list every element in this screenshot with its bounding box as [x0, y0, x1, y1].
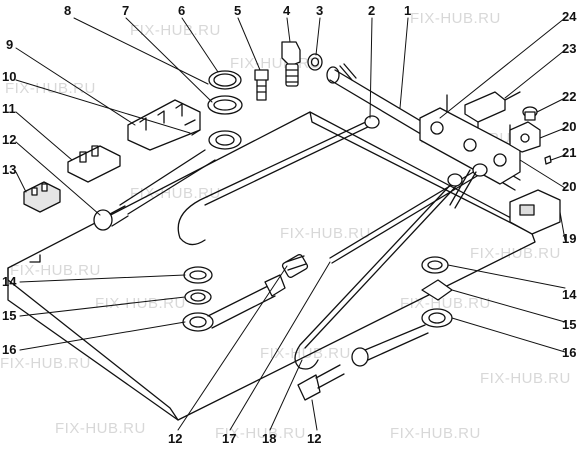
callout-12-bottom-left: 12 — [168, 431, 183, 446]
cap-part-22 — [522, 106, 538, 121]
callout-24: 24 — [562, 9, 577, 24]
clip-part-23 — [464, 91, 521, 123]
callout-12-left: 12 — [2, 132, 17, 147]
callout-4: 4 — [283, 3, 291, 18]
watermark: FIX-HUB.RU — [470, 245, 561, 262]
callout-21: 21 — [562, 145, 577, 160]
callout-16-left: 16 — [2, 342, 17, 357]
watermark: FIX-HUB.RU — [480, 370, 571, 387]
gas-pipe-part-18 — [294, 173, 463, 370]
leader-lines — [15, 17, 566, 431]
terminal-block-part-11 — [67, 145, 121, 183]
watermark: FIX-HUB.RU — [130, 185, 221, 202]
callout-13: 13 — [2, 162, 17, 177]
callout-11: 11 — [2, 101, 16, 116]
callout-18: 18 — [262, 431, 277, 446]
callout-9: 9 — [6, 37, 14, 52]
switch-box-part-19 — [509, 189, 561, 235]
base-plate — [7, 111, 536, 421]
callout-14-right: 14 — [562, 287, 577, 302]
burner-seal-part-6 — [207, 95, 243, 115]
fitting-part-12-center — [281, 254, 309, 278]
burner-assembly-lower-right — [351, 169, 477, 367]
connector-part-13 — [23, 181, 61, 213]
callout-22: 22 — [562, 89, 577, 104]
fitting-part-12-bottom — [297, 364, 345, 401]
callout-16-right: 16 — [562, 345, 577, 360]
callout-14-left: 14 — [2, 274, 17, 289]
callout-3: 3 — [316, 3, 324, 18]
callout-12-bottom-right: 12 — [307, 431, 322, 446]
seal-ring-part-3 — [307, 53, 323, 71]
callout-15-right: 15 — [562, 317, 577, 332]
callout-7: 7 — [122, 3, 130, 18]
callout-17: 17 — [222, 431, 237, 446]
callout-2: 2 — [368, 3, 376, 18]
callout-10: 10 — [2, 69, 17, 84]
callout-19: 19 — [562, 231, 577, 246]
watermark: FIX-HUB.RU — [10, 262, 101, 279]
screw-part-21 — [544, 155, 552, 165]
watermark: FIX-HUB.RU — [0, 355, 91, 372]
callout-20-upper: 20 — [562, 119, 577, 134]
watermark: FIX-HUB.RU — [410, 10, 501, 27]
gas-pipe-part-2 — [177, 115, 380, 246]
valve-part-20 — [509, 121, 541, 153]
watermark: FIX-HUB.RU — [215, 425, 306, 442]
callout-5: 5 — [234, 3, 242, 18]
burner-assembly-upper — [93, 119, 242, 231]
burner-ring-part-7 — [208, 70, 242, 90]
nozzle-part-5 — [254, 69, 269, 101]
callout-6: 6 — [178, 3, 186, 18]
gas-pipe-part-17 — [329, 163, 488, 264]
callout-8: 8 — [64, 3, 72, 18]
elbow-fitting-part-4 — [281, 41, 301, 87]
watermark: FIX-HUB.RU — [390, 425, 481, 442]
callout-20-lower: 20 — [562, 179, 577, 194]
watermark: FIX-HUB.RU — [400, 295, 491, 312]
callout-15-left: 15 — [2, 308, 17, 323]
watermark: FIX-HUB.RU — [130, 22, 221, 39]
callout-1: 1 — [404, 3, 412, 18]
watermark: FIX-HUB.RU — [55, 420, 146, 437]
watermark: FIX-HUB.RU — [260, 345, 351, 362]
watermark: FIX-HUB.RU — [280, 225, 371, 242]
callout-23: 23 — [562, 41, 577, 56]
burner-assembly-lower-left — [182, 266, 286, 332]
